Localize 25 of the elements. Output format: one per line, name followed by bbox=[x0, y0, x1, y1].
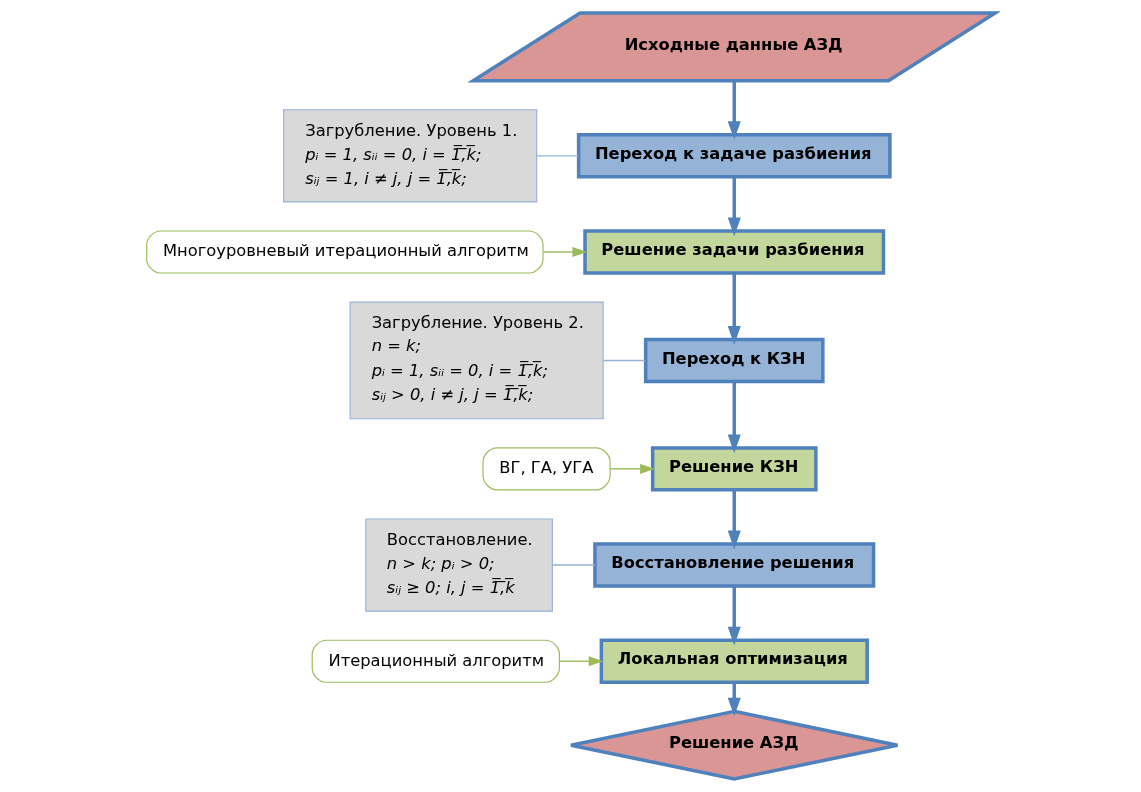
arrow bbox=[727, 176, 741, 237]
arrow bbox=[542, 246, 587, 258]
arrow bbox=[558, 656, 603, 667]
node-box: Решение задачи разбиения bbox=[582, 229, 885, 275]
node-box: Загрубление. Уровень 1. pᵢ = 1, sᵢᵢ = 0, i = 1̅,̅k̅; sᵢⱼ = 1, i ≠ j, j = 1̅,̅k̅; bbox=[282, 109, 537, 203]
node-diamond: Решение АЗД bbox=[568, 709, 899, 781]
node-box: Итерационный алгоритм bbox=[311, 639, 560, 683]
arrow bbox=[727, 489, 741, 550]
arrow bbox=[727, 273, 741, 345]
arrow bbox=[727, 586, 741, 646]
arrow bbox=[727, 81, 741, 140]
node-box: Загрубление. Уровень 2. n = k; pᵢ = 1, sᵢᵢ = 0, i = 1̅,̅k̅; sᵢⱼ > 0, i ≠ j, j = 1̅,̅k̅; bbox=[349, 301, 604, 420]
node-box: Многоуровневый итерационный алгоритм bbox=[145, 230, 544, 274]
arrow bbox=[727, 381, 741, 454]
arrow bbox=[609, 463, 655, 474]
node-box: ВГ, ГА, УГА bbox=[481, 447, 611, 491]
node-box: Локальная оптимизация bbox=[599, 638, 869, 684]
connector bbox=[535, 155, 579, 157]
node-box: Решение КЗН bbox=[650, 446, 818, 492]
connector bbox=[602, 359, 646, 362]
node-box: Переход к задаче разбиения bbox=[576, 133, 892, 179]
node-box: Восстановление. n > k; pᵢ > 0; sᵢⱼ ≥ 0; i, j = 1̅,̅k̅ bbox=[364, 518, 553, 612]
node-box: Переход к КЗН bbox=[643, 337, 825, 384]
node-box: Восстановление решения bbox=[592, 542, 875, 588]
connector bbox=[551, 564, 596, 566]
